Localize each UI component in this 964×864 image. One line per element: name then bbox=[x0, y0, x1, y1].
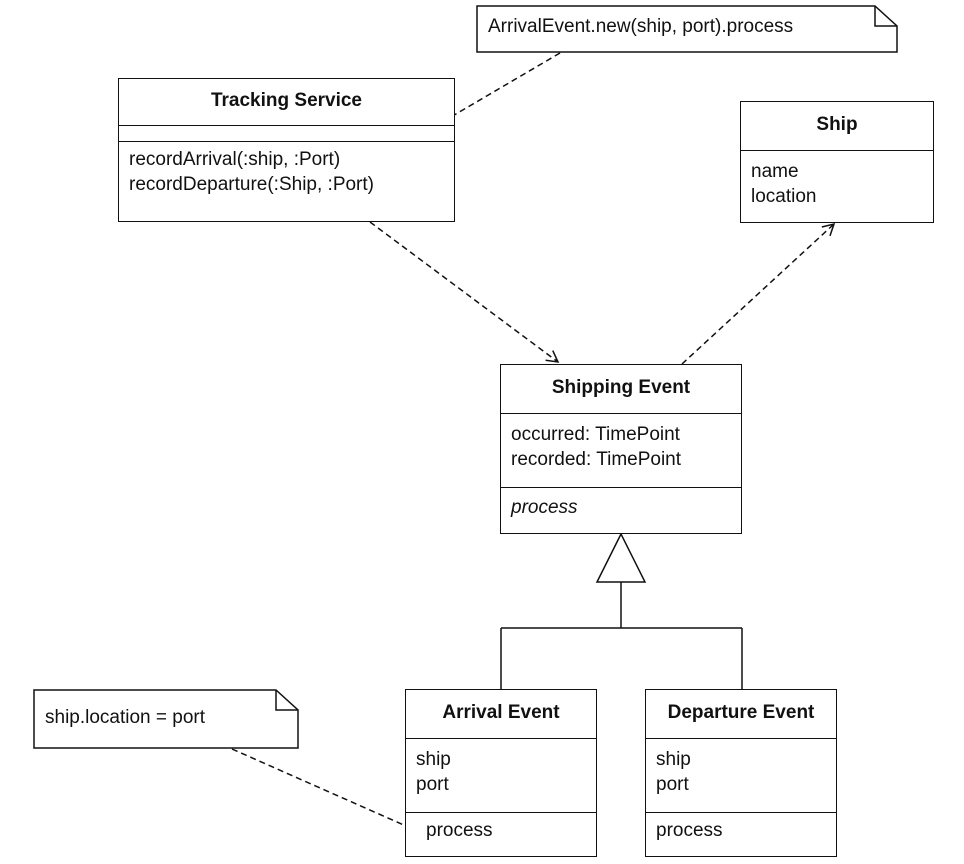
note-anchor-location-assign bbox=[231, 748, 407, 827]
class-name: Ship bbox=[816, 114, 858, 135]
operations-section: process bbox=[646, 812, 836, 843]
attributes-section: ship port bbox=[406, 738, 596, 812]
operation: recordDeparture(:Ship, :Port) bbox=[129, 174, 374, 195]
operations-section: recordArrival(:ship, :Port) recordDepart… bbox=[119, 141, 454, 197]
dependency-tracking-to-shipping-event bbox=[369, 221, 560, 363]
attributes-section: occurred: TimePoint recorded: TimePoint bbox=[501, 413, 741, 487]
class-ship: Ship name location bbox=[740, 101, 934, 223]
attribute: location bbox=[751, 186, 817, 207]
attributes-section: name location bbox=[741, 150, 933, 209]
class-arrival-event: Arrival Event ship port process bbox=[405, 689, 597, 857]
dependency-shipping-event-to-ship bbox=[681, 222, 836, 365]
operation: process bbox=[426, 820, 493, 841]
note-location-assign-fold bbox=[275, 690, 298, 711]
attributes-section bbox=[119, 125, 454, 141]
note-location-assign-text: ship.location = port bbox=[45, 707, 206, 728]
attribute: occurred: TimePoint bbox=[511, 424, 680, 445]
attribute: recorded: TimePoint bbox=[511, 449, 682, 470]
attribute: port bbox=[656, 774, 689, 795]
attribute: port bbox=[416, 774, 449, 795]
operation: recordArrival(:ship, :Port) bbox=[129, 149, 341, 170]
class-name: Departure Event bbox=[667, 702, 815, 723]
class-shipping-event: Shipping Event occurred: TimePoint recor… bbox=[500, 364, 742, 534]
note-arrival-call-shape bbox=[476, 5, 898, 53]
operation: process bbox=[656, 820, 723, 841]
note-arrival-call-text: ArrivalEvent.new(ship, port).process bbox=[488, 16, 794, 37]
class-name: Arrival Event bbox=[442, 702, 560, 723]
class-departure-event: Departure Event ship port process bbox=[645, 689, 837, 857]
generalization-triangle bbox=[595, 532, 647, 583]
note-arrival-call-fold bbox=[874, 6, 897, 27]
note-anchor-arrival-call bbox=[385, 52, 561, 156]
operations-section: process bbox=[406, 812, 596, 843]
attribute: name bbox=[751, 161, 799, 182]
class-name: Tracking Service bbox=[210, 90, 363, 111]
operation: process bbox=[511, 497, 578, 518]
class-tracking-service: Tracking Service recordArrival(:ship, :P… bbox=[118, 78, 455, 222]
attribute: ship bbox=[416, 749, 451, 770]
attributes-section: ship port bbox=[646, 738, 836, 812]
attribute: ship bbox=[656, 749, 691, 770]
operations-section: process bbox=[501, 487, 741, 520]
class-name: Shipping Event bbox=[551, 377, 691, 398]
note-location-assign-shape bbox=[33, 689, 299, 749]
